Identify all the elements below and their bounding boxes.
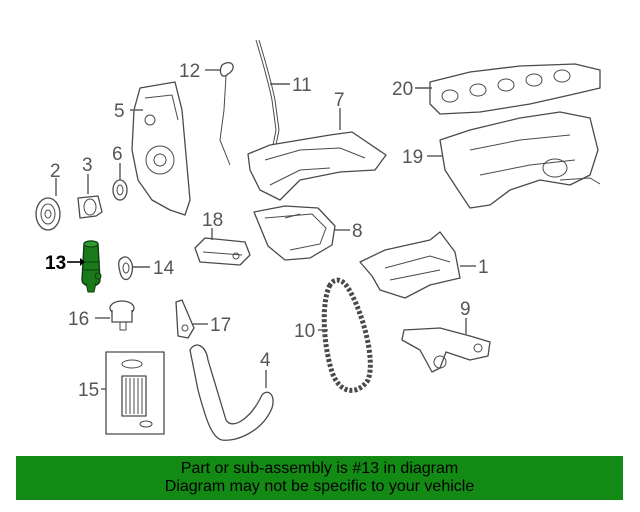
part-9-oil-pump (401, 327, 491, 373)
part-19-intake-manifold (439, 111, 601, 209)
callout-14: 14 (153, 258, 175, 279)
part-6-seal (112, 179, 128, 201)
part-11-dipstick-tube (255, 39, 280, 151)
callout-9: 9 (460, 299, 471, 320)
part-20-gasket (429, 63, 601, 115)
callout-16: 16 (68, 309, 89, 330)
part-16-cap (109, 300, 135, 331)
callout-1: 1 (478, 257, 489, 278)
callout-8: 8 (352, 221, 363, 242)
part-3-hub (77, 195, 103, 219)
part-18-sensor (194, 237, 251, 266)
banner-line-1: Part or sub-assembly is #13 in diagram (180, 460, 459, 477)
part-15-oil-filter-kit (105, 351, 165, 435)
callout-19: 19 (402, 147, 423, 168)
callout-7: 7 (334, 90, 345, 111)
parts-diagram: 5 2 3 6 12 11 7 (35, 39, 601, 441)
callout-13: 13 (45, 253, 66, 274)
notice-banner: Part or sub-assembly is #13 in diagram D… (16, 456, 623, 500)
part-2-crankshaft-pulley (35, 197, 61, 231)
part-17-bracket (175, 299, 195, 339)
callout-11: 11 (292, 75, 312, 96)
part-10-timing-chain (321, 277, 373, 393)
callout-12: 12 (179, 61, 200, 82)
callout-3: 3 (82, 155, 93, 176)
callout-4: 4 (260, 350, 271, 371)
part-4-guide-rail (189, 344, 274, 441)
part-14-gasket (118, 256, 134, 281)
banner-line-2: Diagram may not be specific to your vehi… (164, 478, 475, 495)
part-13-highlighted[interactable] (81, 240, 102, 293)
callout-2: 2 (50, 161, 61, 182)
callout-5: 5 (114, 101, 125, 122)
part-8-oil-pan-lower (253, 205, 336, 261)
callout-15: 15 (78, 380, 99, 401)
callout-17: 17 (210, 315, 231, 336)
callout-6: 6 (112, 144, 123, 165)
part-5-timing-cover (131, 81, 191, 216)
callout-20: 20 (392, 79, 413, 100)
part-12-dipstick (219, 61, 234, 166)
callout-10: 10 (294, 321, 315, 342)
part-7-oil-pan-upper (247, 131, 387, 201)
callout-18: 18 (202, 210, 223, 231)
part-1-ladder-frame (359, 231, 461, 299)
